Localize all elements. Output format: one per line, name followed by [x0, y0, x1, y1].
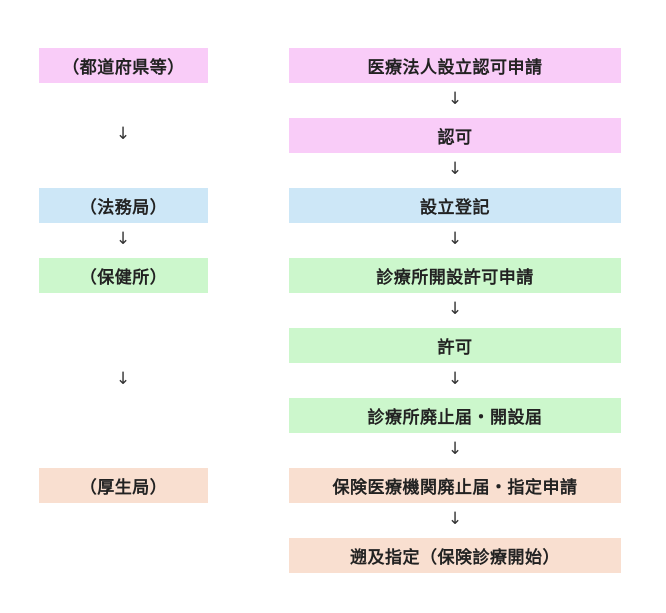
arrow-down-icon: ↓ [447, 369, 463, 389]
arrow-down-icon: ↓ [115, 124, 131, 144]
arrow-down-icon: ↓ [447, 159, 463, 179]
arrow-down-icon: ↓ [115, 369, 131, 389]
box-prefecture: （都道府県等） [39, 48, 208, 83]
box-health-center: （保健所） [39, 258, 208, 293]
arrow-down-icon: ↓ [447, 439, 463, 459]
arrow-down-icon: ↓ [115, 229, 131, 249]
step-establishment-approval-application: 医療法人設立認可申請 [289, 48, 621, 83]
arrow-down-icon: ↓ [447, 509, 463, 529]
arrow-down-icon: ↓ [447, 89, 463, 109]
step-registration: 設立登記 [289, 188, 621, 223]
arrow-down-icon: ↓ [447, 229, 463, 249]
step-retroactive-designation: 遡及指定（保険診療開始） [289, 538, 621, 573]
step-insurance-institution-designation-application: 保険医療機関廃止届・指定申請 [289, 468, 621, 503]
step-clinic-permit-application: 診療所開設許可申請 [289, 258, 621, 293]
box-legal-affairs-bureau: （法務局） [39, 188, 208, 223]
step-permit: 許可 [289, 328, 621, 363]
step-approval: 認可 [289, 118, 621, 153]
arrow-down-icon: ↓ [447, 299, 463, 319]
step-clinic-closure-opening-notice: 診療所廃止届・開設届 [289, 398, 621, 433]
box-welfare-bureau: （厚生局） [39, 468, 208, 503]
